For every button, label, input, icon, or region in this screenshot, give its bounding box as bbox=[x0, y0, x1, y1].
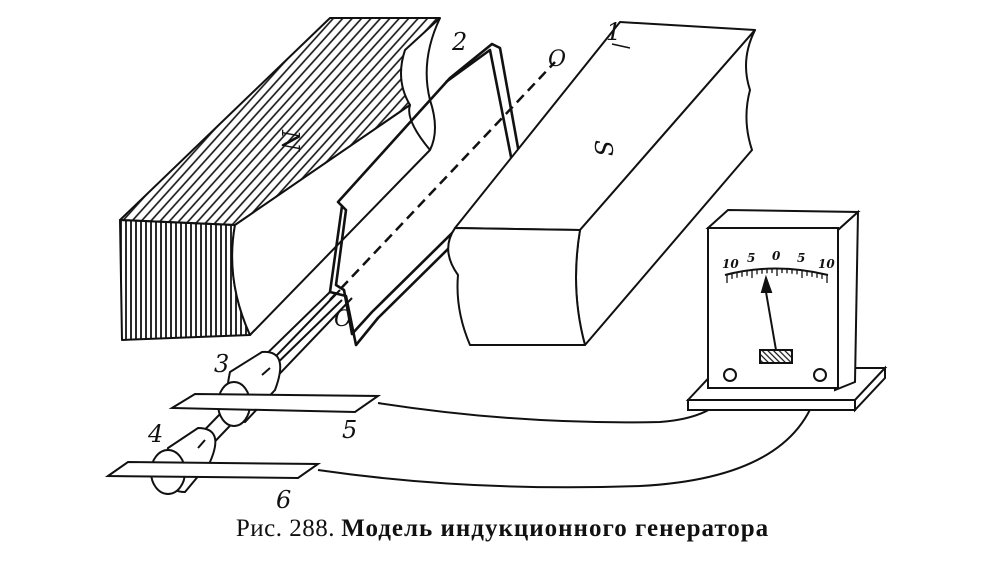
label-axis-near: O bbox=[334, 307, 352, 332]
label-brush-lower: 6 bbox=[276, 486, 291, 514]
label-brush-upper: 5 bbox=[342, 416, 357, 444]
label-magnet-s-number: 1 bbox=[606, 18, 621, 46]
terminal-left bbox=[723, 368, 737, 382]
label-ring-upper: 3 bbox=[214, 350, 229, 378]
terminal-right bbox=[813, 368, 827, 382]
label-magnet-s: S bbox=[589, 140, 617, 156]
magnet-n-pole-face bbox=[231, 104, 431, 336]
wire-frame bbox=[328, 42, 524, 347]
wire-lower bbox=[317, 387, 819, 489]
meter-ticks bbox=[726, 268, 828, 283]
label-magnet-n: N bbox=[276, 129, 304, 152]
meter-scale-2: 0 bbox=[772, 249, 781, 263]
brush-lower bbox=[104, 460, 322, 480]
magnet-n-front-face bbox=[119, 219, 251, 341]
meter-window bbox=[759, 349, 793, 364]
figure-caption: Рис. 288. Модель индукционного генератор… bbox=[0, 515, 1005, 543]
meter-scale-arc bbox=[724, 267, 829, 276]
meter-scale-4: 10 bbox=[818, 257, 835, 271]
galvanometer bbox=[685, 208, 888, 413]
wire-upper bbox=[377, 387, 733, 424]
brush-upper bbox=[168, 392, 382, 414]
rotation-axis bbox=[329, 61, 556, 301]
label-frame-number: 2 bbox=[451, 28, 467, 56]
magnet-s bbox=[447, 21, 756, 346]
meter-scale-0: 10 bbox=[722, 257, 739, 271]
leader-1 bbox=[611, 43, 631, 49]
magnet-n bbox=[119, 17, 441, 341]
meter-scale-3: 5 bbox=[797, 251, 805, 265]
magnet-s-pole-face bbox=[447, 227, 586, 346]
label-axis-far: O bbox=[548, 47, 566, 72]
figure-title: Модель индукционного генератора bbox=[341, 515, 770, 542]
meter-needle bbox=[765, 291, 777, 351]
label-ring-lower: 4 bbox=[147, 420, 163, 448]
meter-scale-1: 5 bbox=[747, 251, 755, 265]
figure-ref: Рис. 288. bbox=[235, 515, 335, 542]
